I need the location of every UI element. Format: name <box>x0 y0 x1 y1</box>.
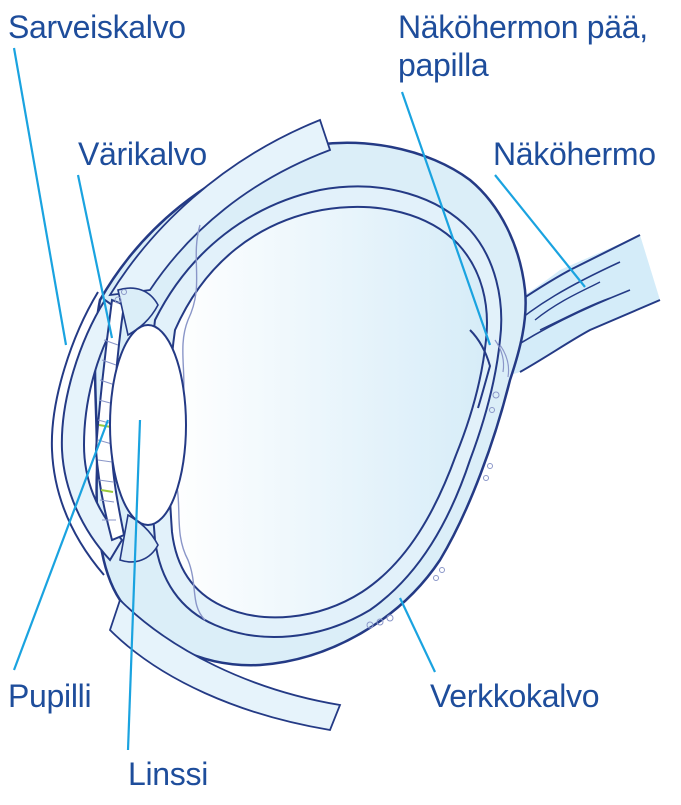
leader-verkkokalvo <box>400 598 435 672</box>
leader-varikalvo <box>78 175 112 338</box>
label-nakohermon-paa-line1: Näköhermon pää, <box>398 8 648 46</box>
label-nakohermo: Näköhermo <box>493 135 656 173</box>
label-nakohermon-paa-line2: papilla <box>398 46 648 84</box>
label-pupilli: Pupilli <box>8 677 91 715</box>
label-varikalvo: Värikalvo <box>78 135 207 173</box>
label-nakohermon-paa: Näköhermon pää, papilla <box>398 8 648 84</box>
label-linssi: Linssi <box>128 755 208 793</box>
leader-sarveiskalvo <box>14 48 66 345</box>
leader-pupilli <box>14 420 108 670</box>
lens <box>110 325 186 525</box>
label-verkkokalvo: Verkkokalvo <box>430 677 599 715</box>
label-sarveiskalvo: Sarveiskalvo <box>8 8 186 46</box>
